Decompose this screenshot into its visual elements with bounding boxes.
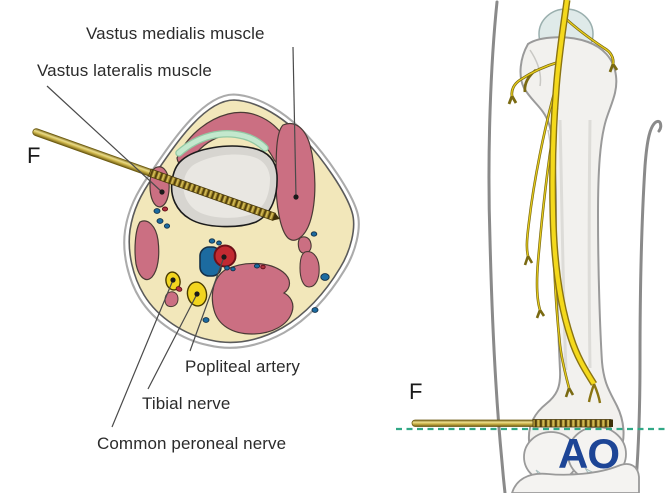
small-vessel-dot xyxy=(175,286,183,292)
femur-shading-line xyxy=(587,119,592,369)
small-vessel-dot xyxy=(311,307,319,313)
small-vessel-dot xyxy=(230,266,236,272)
leg-silhouette-right xyxy=(633,119,663,493)
ao-logo: AO xyxy=(558,430,619,477)
leader-line-vastus-medialis xyxy=(292,46,297,198)
femur-panel: AO xyxy=(396,0,665,493)
vastus-lateralis-label: Vastus lateralis muscle xyxy=(37,61,212,80)
popliteal-artery-label: Popliteal artery xyxy=(185,357,300,376)
small-vessel-dot xyxy=(161,206,169,212)
leader-line-vastus-lateralis xyxy=(46,85,163,193)
label-dots xyxy=(159,189,299,297)
leader-dot xyxy=(170,277,176,283)
fascia-band xyxy=(175,130,269,157)
nerve-branch xyxy=(523,89,557,266)
small-vessels xyxy=(153,206,330,323)
tibial-plateau xyxy=(511,463,640,493)
transfixation-pin-right xyxy=(411,419,613,428)
leader-dot xyxy=(159,189,165,195)
femur-bone xyxy=(519,36,625,476)
leader-line-popliteal-artery xyxy=(189,256,225,352)
gastrocnemius-muscle-shape xyxy=(211,262,294,335)
small-muscle-blob xyxy=(297,236,312,254)
skin-outer-line xyxy=(123,93,360,349)
small-muscle-blob xyxy=(299,251,320,288)
small-vessel-dot xyxy=(253,263,261,269)
cross-section-panel xyxy=(32,46,360,428)
label-leader-lines xyxy=(46,46,297,428)
pin-shaft xyxy=(32,128,155,177)
transfixation-pin-left xyxy=(32,128,280,221)
small-vessel-dot xyxy=(310,231,318,237)
small-vessel-dot xyxy=(260,264,266,270)
common-peroneal-nerve-label: Common peroneal nerve xyxy=(97,434,287,453)
leg-silhouette-left xyxy=(487,0,507,493)
small-vessel-dot xyxy=(163,223,171,229)
nerve-branch xyxy=(564,16,619,73)
pin-label-f-left: F xyxy=(27,143,41,168)
small-vessel-dot xyxy=(216,240,222,246)
small-vessel-dot xyxy=(156,218,164,224)
leader-line-common-peroneal xyxy=(111,279,174,428)
neurovascular-bundle xyxy=(165,244,237,307)
tibial-nerve-label: Tibial nerve xyxy=(142,394,231,413)
biceps-femoris-muscle-shape xyxy=(134,220,160,281)
small-vessel-dot xyxy=(202,317,210,323)
nerve-branches xyxy=(507,16,619,398)
leader-dot xyxy=(221,254,227,260)
small-vessel-dot xyxy=(208,238,216,244)
leader-line-tibial-nerve xyxy=(147,293,198,390)
small-vessel-dot xyxy=(320,273,330,281)
leader-dot xyxy=(293,194,299,200)
vastus-medialis-label: Vastus medialis muscle xyxy=(86,24,265,43)
sciatic-nerve-main xyxy=(549,0,602,404)
nerve-branch xyxy=(507,60,560,105)
leader-dot xyxy=(194,291,200,297)
pin-tip xyxy=(272,213,280,221)
femur-shading-line xyxy=(558,119,568,371)
pin-label-f-right: F xyxy=(409,379,423,404)
pin-shaft xyxy=(411,419,537,427)
pin-tip xyxy=(609,419,613,427)
small-vessel-dot xyxy=(224,265,230,271)
pin-threads xyxy=(532,419,612,428)
small-vessel-dot xyxy=(153,208,161,214)
